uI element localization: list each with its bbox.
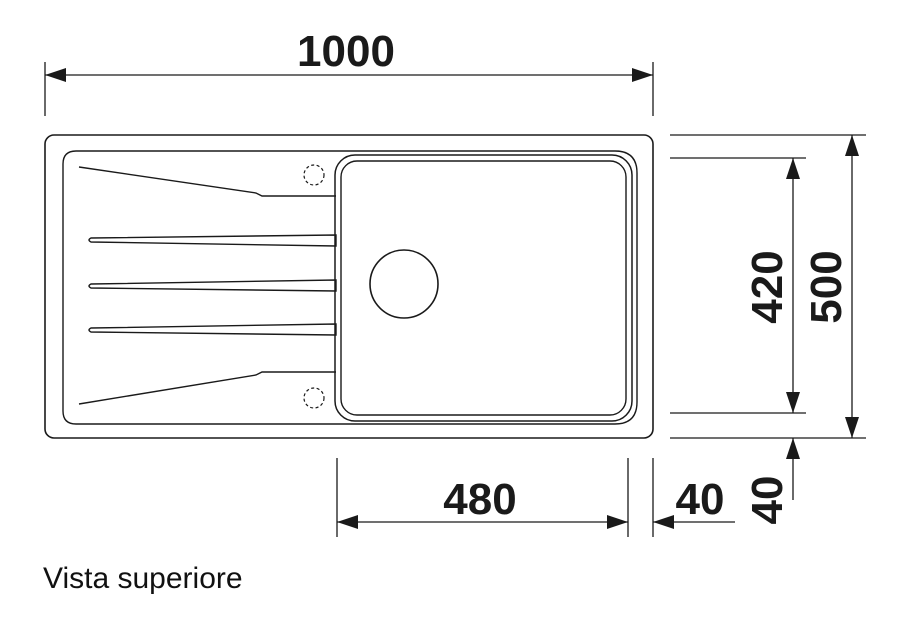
bowl-width-label: 480 — [443, 475, 516, 524]
view-caption: Vista superiore — [43, 562, 243, 595]
sink-outer-edge — [44, 134, 654, 439]
edge-offset-right-label: 40 — [676, 475, 725, 524]
drainboard-groove-bottom — [78, 371, 336, 405]
drain-hole — [369, 249, 439, 319]
drainboard-rib-1 — [88, 234, 337, 247]
drainboard-rib-3 — [88, 323, 337, 336]
total-depth-label: 500 — [802, 250, 851, 323]
drainboard — [78, 166, 337, 405]
bowl-depth-label: 420 — [743, 250, 792, 323]
total-width-label: 1000 — [297, 27, 395, 76]
tap-hole-marker-top — [303, 164, 325, 186]
bowl-inner-rim — [340, 160, 627, 416]
drainboard-groove-top — [78, 166, 336, 197]
dimension-labels: 1000 480 40 420 500 40 — [297, 27, 851, 524]
sink-body — [44, 134, 654, 439]
bowl-outer-rim — [334, 154, 633, 422]
edge-offset-bottom-label: 40 — [743, 476, 792, 525]
tap-hole-marker-bottom — [303, 387, 325, 409]
bowl — [334, 154, 633, 422]
dimension-lines — [44, 62, 866, 537]
sink-inner-rim — [62, 150, 638, 425]
drainboard-rib-2 — [88, 279, 337, 292]
